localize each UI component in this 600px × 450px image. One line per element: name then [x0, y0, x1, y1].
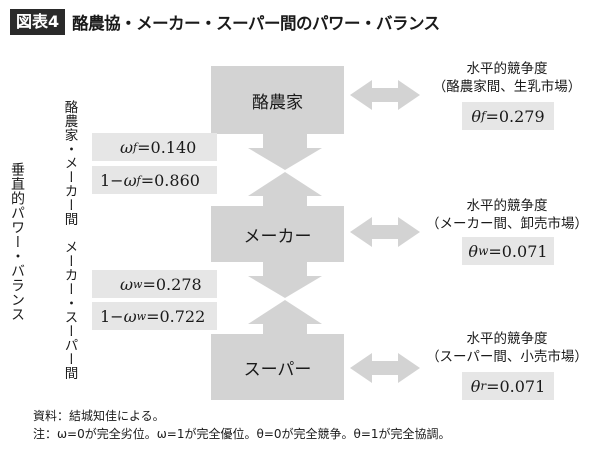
node-supermarket: スーパー	[211, 334, 344, 400]
vertical-arrow-maker-super	[248, 262, 322, 298]
figure-title: 酪農協・メーカー・スーパー間のパワー・バランス	[72, 14, 440, 33]
horizontal-competition-dairy: 水平的競争度 （酪農家間、生乳市場）	[422, 60, 592, 96]
vertical-arrow-dairy-maker	[248, 134, 322, 170]
definition-note: 注：ω=0が完全劣位。ω=1が完全優位。θ=0が完全競争。θ=1が完全協調。	[33, 427, 451, 441]
node-maker: メーカー	[211, 206, 344, 262]
horizontal-competition-super: 水平的競争度 （スーパー間、小売市場）	[422, 330, 592, 366]
horizontal-arrow-maker	[350, 217, 420, 247]
hc-maker-subtitle: （メーカー間、卸売市場）	[426, 216, 588, 232]
node-dairy-farmer: 酪農家	[211, 66, 344, 134]
hc-maker-title: 水平的競争度	[466, 198, 548, 214]
dairy-maker-label: 酪農家・メーカー間	[61, 100, 78, 226]
node-dairy-label: 酪農家	[252, 92, 303, 113]
node-maker-label: メーカー	[243, 226, 312, 247]
horizontal-arrow-super	[350, 353, 420, 383]
figure-header: 図表4 酪農協・メーカー・スーパー間のパワー・バランス	[10, 9, 440, 35]
vertical-arrow-maker-dairy	[248, 172, 322, 206]
horizontal-competition-maker: 水平的競争度 （メーカー間、卸売市場）	[422, 197, 592, 233]
hc-super-title: 水平的競争度	[466, 331, 548, 347]
figure-label: 図表4	[10, 9, 66, 35]
hc-dairy-title: 水平的競争度	[466, 61, 548, 77]
node-super-label: スーパー	[243, 359, 312, 380]
source-note: 資料：結城知佳による。	[33, 409, 165, 423]
vertical-arrow-super-maker	[248, 300, 322, 334]
vertical-power-balance-label: 垂直的パワー・バランス	[9, 162, 25, 322]
hc-super-subtitle: （スーパー間、小売市場）	[426, 349, 588, 365]
hc-dairy-subtitle: （酪農家間、生乳市場）	[432, 79, 582, 95]
horizontal-arrow-dairy	[350, 80, 420, 110]
maker-super-label: メーカー・スーパー間	[61, 240, 78, 380]
